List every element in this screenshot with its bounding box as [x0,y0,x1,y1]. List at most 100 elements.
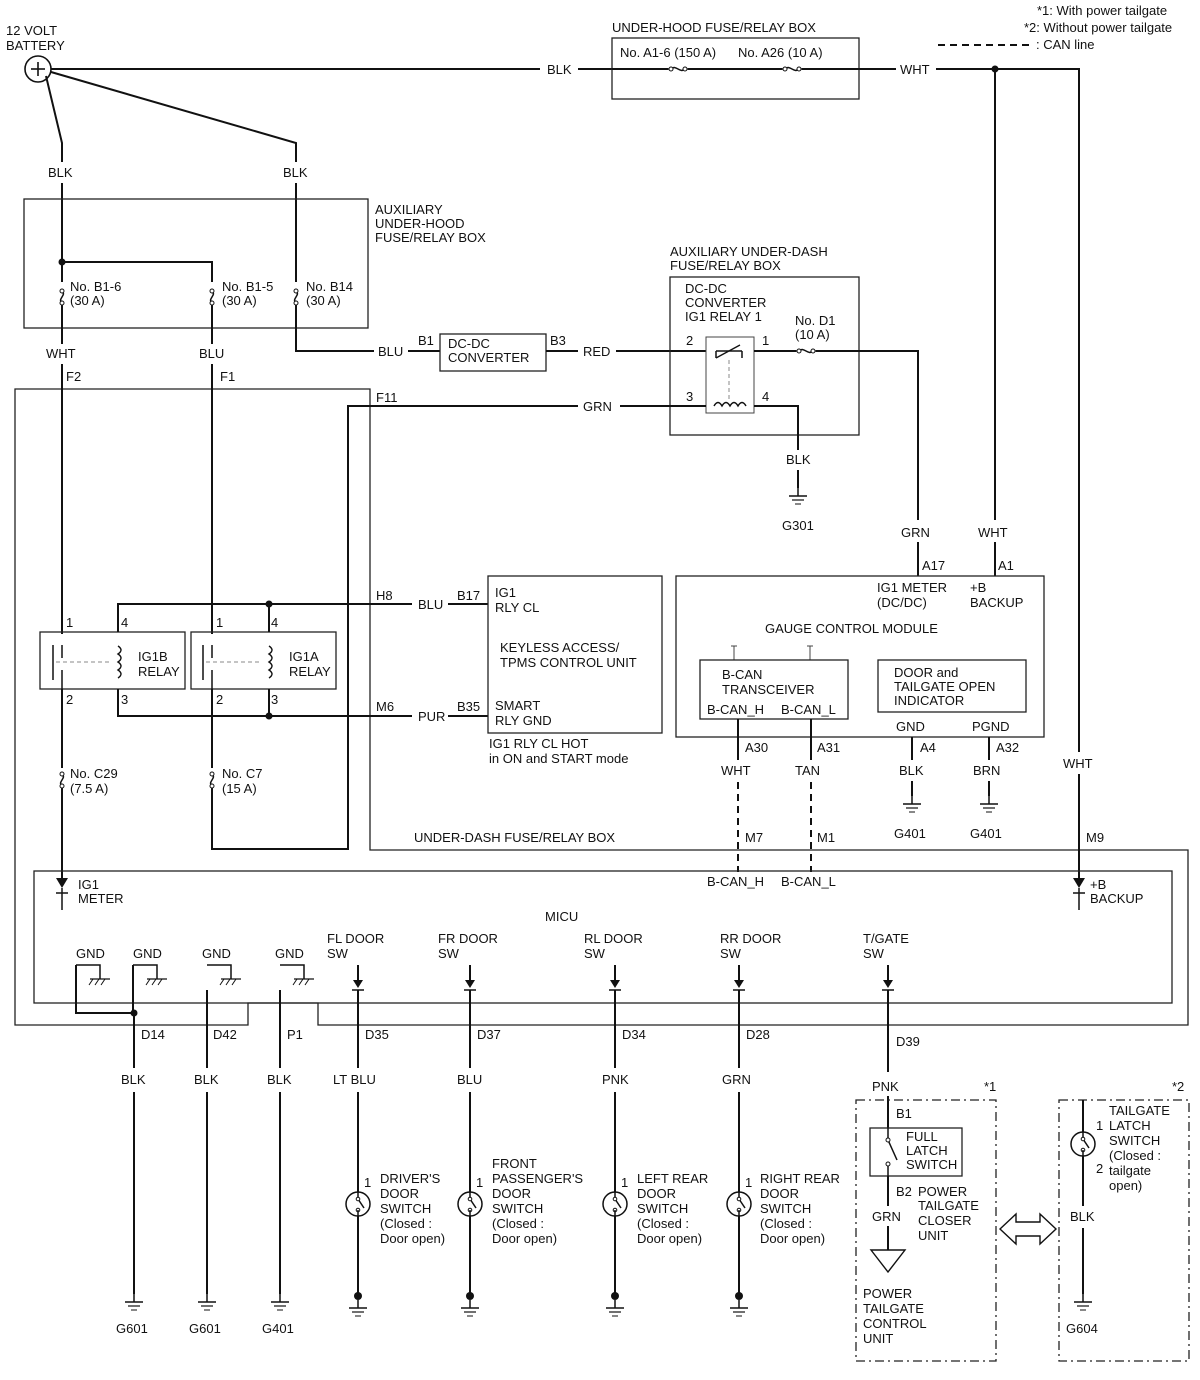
fuse-b14-icon [293,288,299,306]
full-latch-l3: SWITCH [906,1157,957,1172]
conn-b35: B35 [457,699,480,714]
wire-grn-a17: GRN [901,525,930,540]
wire-wht-a1: WHT [978,525,1008,540]
drv-ground-icon [348,1299,368,1317]
keyless-title-1: KEYLESS ACCESS/ [500,640,620,655]
tg-pin1: 1 [1096,1118,1103,1133]
bcan-l2: TRANSCEIVER [722,682,814,697]
conn-b1-tg: B1 [896,1106,912,1121]
micu-fr-door: FR DOOR [438,931,498,946]
ground-g401-b-icon [979,795,999,813]
micu-title: MICU [545,909,578,924]
conn-d34: D34 [622,1027,646,1042]
fuse-c7-icon [209,771,215,789]
ground-g301: G301 [782,518,814,533]
conn-d39: D39 [896,1034,920,1049]
gauge-canl: B-CAN_L [781,702,836,717]
gauge-control-module: A17 A1 IG1 METER (DC/DC) +B BACKUP GAUGE… [675,558,1045,738]
fuse-c7-a: No. C7 [222,766,262,781]
micu-gnd-4-icon [279,964,315,986]
right-rear-door-switch-icon [726,1191,752,1217]
fuse-c29-icon [59,771,65,789]
fuse-b1-6-a: No. B1-6 [70,279,121,294]
control-l2: TAILGATE [863,1301,924,1316]
ig1a-relay: IG1A RELAY 1 4 2 3 [190,615,337,707]
gauge-dcdc: (DC/DC) [877,595,927,610]
wire-grn-f11: GRN [583,399,612,414]
wire-blu-d37: BLU [457,1072,482,1087]
tg-sw-l6: open) [1109,1178,1142,1193]
closer-l3: CLOSER [918,1213,971,1228]
wire-blk-a4: BLK [899,763,924,778]
lr-l1: DOOR [637,1186,676,1201]
fuse-d1-a: No. D1 [795,313,835,328]
ig1a-label-2: RELAY [289,664,331,679]
rr-l4: Door open) [760,1231,825,1246]
front-passenger-door-switch-label: FRONT PASSENGER'S DOOR SWITCH (Closed : … [492,1156,583,1246]
micu-fr-sw: SW [438,946,460,961]
legend: *1: With power tailgate *2: Without powe… [938,3,1172,52]
front-passenger-door-switch-icon [457,1191,483,1217]
conn-a1: A1 [998,558,1014,573]
ig1b-pin3: 3 [121,692,128,707]
keyless-rlygnd: RLY GND [495,713,552,728]
conn-d28: D28 [746,1027,770,1042]
power-tailgate-group: *1 B1 FULL LATCH SWITCH B2 POWER TAILGAT… [855,1079,997,1362]
fuse-c29-a: No. C29 [70,766,118,781]
door-ind-l2: TAILGATE OPEN [894,679,995,694]
conn-b2-tg: B2 [896,1184,912,1199]
gauge-pgnd: PGND [972,719,1010,734]
micu-tgate-sw: SW [863,946,885,961]
drv-l2: SWITCH [380,1201,431,1216]
keyless-smart: SMART [495,698,540,713]
gauge-gnd: GND [896,719,925,734]
wire-brn-a32: BRN [973,763,1000,778]
micu-plusb: +B [1090,877,1106,892]
micu-canh: B-CAN_H [707,874,764,889]
gauge-plusb: +B [970,580,986,595]
relay1-l3: IG1 RELAY 1 [685,309,762,324]
auxudb-l2: FUSE/RELAY BOX [670,258,781,273]
ig1-meter-arrow-icon [56,878,68,888]
wire-tan-can: TAN [795,763,820,778]
relay1-l1: DC-DC [685,281,727,296]
full-latch-l2: LATCH [906,1143,948,1158]
star-1: *1 [984,1079,996,1094]
conn-a32: A32 [996,740,1019,755]
ig1b-label-1: IG1B [138,649,168,664]
dcdc-l2: CONVERTER [448,350,529,365]
relay-coil-icon [713,401,747,408]
wire-blk-g604: BLK [1070,1209,1095,1224]
fr-sw-arrow-icon [463,979,477,991]
wire-blu-dcdc: BLU [378,344,403,359]
control-l4: UNIT [863,1331,893,1346]
fuse-b1-6-icon [59,288,65,306]
lr-l4: Door open) [637,1231,702,1246]
conn-f1: F1 [220,369,235,384]
gauge-canh: B-CAN_H [707,702,764,717]
auxuhb-l3: FUSE/RELAY BOX [375,230,486,245]
closer-l2: TAILGATE [918,1198,979,1213]
micu-tgate: T/GATE [863,931,909,946]
conn-d37: D37 [477,1027,501,1042]
note-1: *1: With power tailgate [1037,3,1167,18]
wire-grn-b2: GRN [872,1209,901,1224]
wire-blk-main: BLK [547,62,572,77]
relay1-pin1: 1 [762,333,769,348]
non-power-tailgate-group: *2 1 2 TAILGATE LATCH SWITCH (Closed : t… [1058,1079,1190,1362]
conn-m9: M9 [1086,830,1104,845]
ig1a-pin3: 3 [271,692,278,707]
conn-m7: M7 [745,830,763,845]
fp-l1: PASSENGER'S [492,1171,583,1186]
lr-ground-icon [605,1299,625,1317]
lr-l2: SWITCH [637,1201,688,1216]
micu: IG1 METER B-CAN_H B-CAN_L +B BACKUP MICU… [33,870,1173,1017]
backup-arrow-icon [1073,878,1085,888]
battery-label-2: BATTERY [6,38,65,53]
conn-h8: H8 [376,588,393,603]
ground-g401-b: G401 [970,826,1002,841]
dcdc-l1: DC-DC [448,336,490,351]
gauge-backup: BACKUP [970,595,1023,610]
wire-blk-g301: BLK [786,452,811,467]
bcan-l1: B-CAN [722,667,762,682]
